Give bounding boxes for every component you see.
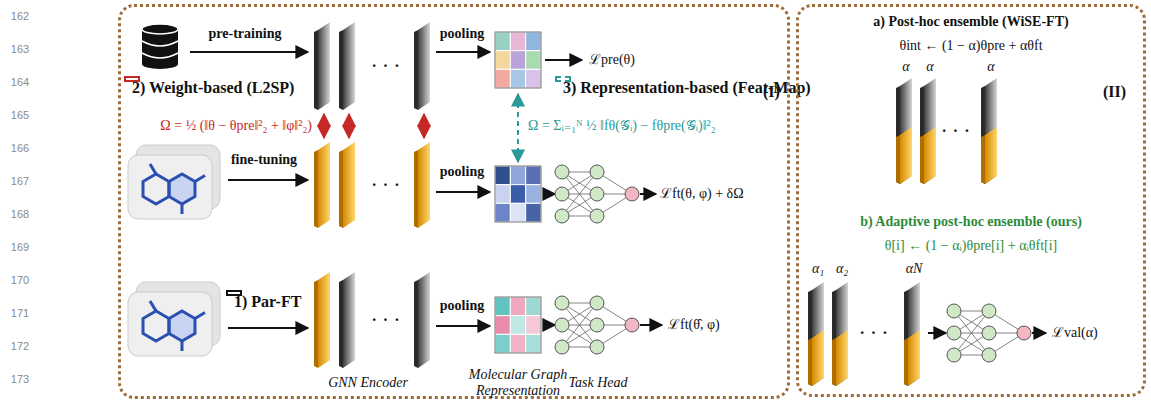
ellipsis: · · · (371, 311, 400, 329)
line-number: 163 (11, 43, 29, 56)
step-label: pooling (440, 26, 484, 42)
alpha-label: αN (906, 261, 923, 277)
layer-slab (896, 78, 912, 184)
section-heading: a) Post-hoc ensemble (WiSE-FT) (873, 14, 1068, 30)
feature-map (495, 32, 541, 88)
alpha-label: α₁ (812, 261, 824, 277)
line-number: 162 (11, 10, 29, 23)
arrow (190, 51, 308, 53)
arrow (423, 114, 425, 138)
arrow (517, 94, 519, 162)
arrow (348, 114, 350, 138)
line-number: 169 (11, 241, 29, 254)
arrow (228, 327, 308, 329)
arrow (436, 51, 490, 53)
box-label: 1) Par-FT (234, 293, 301, 311)
regularizer-formula: Ω = ½ (‖θ − θpre‖²₂ + ‖φ‖²₂) (160, 118, 312, 134)
arrow (1032, 332, 1046, 334)
layer-slab (808, 282, 824, 386)
method-box: 2) Weight-based (L2SP) (124, 76, 140, 82)
database-icon (142, 24, 178, 69)
layer-slab (314, 22, 330, 110)
step-label: pooling (440, 164, 484, 180)
layer-slab (339, 22, 355, 110)
layer-slab (832, 282, 848, 386)
feature-map (495, 297, 541, 353)
layer-slab (314, 142, 330, 228)
loss-formula: ℒft(θ, φ) + δΩ (660, 186, 744, 202)
molecule-icon (128, 282, 220, 356)
layer-slab (920, 78, 936, 184)
method-box: 3) Representation-based (Feat-Map) (555, 76, 571, 82)
step-label: pooling (440, 298, 484, 314)
arrow (640, 193, 656, 195)
layer-slab (981, 78, 997, 184)
line-number: 166 (11, 142, 29, 155)
line-number: 171 (11, 307, 29, 320)
method-box: 1) Par-FT (226, 290, 242, 296)
step-label: pre-training (209, 26, 282, 42)
layer-slab (314, 272, 330, 368)
step-label: fine-tuning (231, 152, 297, 168)
axis-caption: GNN Encoder (328, 375, 408, 391)
panel-label: (II) (1103, 83, 1126, 101)
arrow (545, 324, 555, 326)
layer-slab (414, 142, 430, 228)
molecule-icon (128, 145, 220, 219)
loss-formula: ℒval(α) (1052, 325, 1098, 341)
panel-label: (I) (763, 83, 780, 101)
arrow (436, 325, 490, 327)
line-number: 172 (11, 340, 29, 353)
ensemble-formula: θint ← (1 − α)θpre + αθft (899, 38, 1042, 54)
arrow (928, 332, 946, 334)
line-number: 170 (11, 274, 29, 287)
ellipsis: · · · (371, 176, 400, 194)
ellipsis: · · · (859, 324, 888, 342)
arrow (323, 114, 325, 138)
section-heading: b) Adaptive post-hoc ensemble (ours) (860, 214, 1082, 230)
ellipsis: · · · (371, 57, 400, 75)
axis-caption: Molecular Graph Representation (453, 367, 583, 399)
arrow (640, 324, 662, 326)
line-number: 173 (11, 373, 29, 386)
layer-slab (339, 142, 355, 228)
loss-formula: ℒpre(θ) (589, 52, 635, 68)
task-head-mlp (555, 296, 639, 354)
line-number: 165 (11, 109, 29, 122)
layer-slab (904, 282, 920, 386)
loss-formula: ℒft(θ̂, φ) (668, 317, 720, 333)
line-number: 164 (11, 76, 29, 89)
layer-slab (414, 272, 430, 368)
arrow (545, 193, 555, 195)
regularizer-formula: Ω = Σᵢ₌₁ᴺ ½ ‖fθ(𝒢ᵢ) − fθpre(𝒢ᵢ)‖²₂ (528, 118, 716, 134)
alpha-label: α₂ (836, 261, 848, 277)
alpha-label: α (987, 59, 994, 75)
line-number: 168 (11, 208, 29, 221)
ensemble-formula: θ[i] ← (1 − αᵢ)θpre[i] + αᵢθft[i] (885, 238, 1058, 254)
alpha-label: α (902, 59, 909, 75)
arrow (228, 179, 308, 181)
arrow (545, 59, 582, 61)
arrow (436, 191, 490, 193)
ellipsis: · · · (941, 122, 970, 140)
feature-map (495, 166, 541, 222)
box-label: 2) Weight-based (L2SP) (132, 79, 294, 97)
layer-slab (414, 22, 430, 110)
layer-slab (339, 272, 355, 368)
alpha-label: α (926, 59, 933, 75)
panel-frame: 2) Weight-based (L2SP) 3) Representation-… (118, 4, 790, 399)
axis-caption: Task Head (569, 375, 628, 391)
line-number: 167 (11, 175, 29, 188)
task-head-mlp (947, 304, 1031, 362)
task-head-mlp (555, 165, 639, 223)
